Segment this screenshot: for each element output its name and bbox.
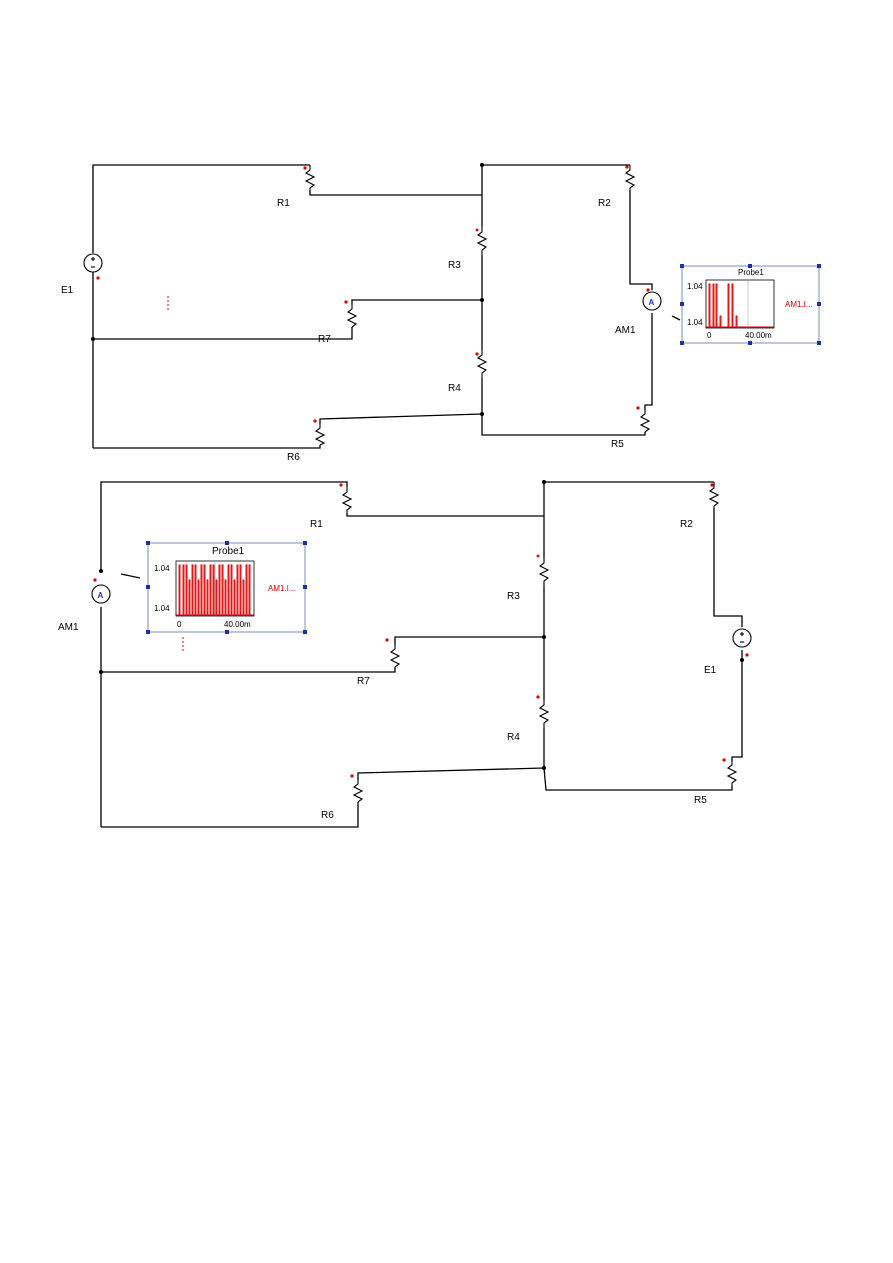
e1-label: E1 [704, 665, 717, 676]
circuit-bottom: R1 R2 R3 R7 R4 R6 R5 [58, 480, 752, 828]
resistor-r1-bottom[interactable]: R1 [310, 483, 353, 530]
ammeter-symbol: A [98, 591, 104, 600]
resistor-r6-bottom[interactable]: R6 [321, 774, 364, 821]
probe-title: Probe1 [212, 546, 245, 557]
resize-handle[interactable] [146, 585, 150, 589]
r4-label: R4 [507, 732, 520, 743]
resize-handle[interactable] [748, 341, 752, 345]
resize-handle[interactable] [146, 630, 150, 634]
am1-label: AM1 [58, 622, 79, 633]
resistor-r5-top[interactable]: R5 [611, 406, 651, 450]
r6-label: R6 [287, 452, 300, 463]
r2-label: R2 [680, 519, 693, 530]
probe-y-top: 1.04 [687, 282, 703, 291]
circuit-top: R1 R2 R3 R7 R4 R6 R5 [61, 163, 821, 463]
resize-handle[interactable] [225, 541, 229, 545]
resistor-r4-bottom[interactable]: R4 [507, 695, 550, 743]
junction [542, 766, 546, 770]
r3-label: R3 [448, 260, 461, 271]
r1-label: R1 [277, 198, 290, 209]
ammeter-am1-bottom[interactable]: A AM1 [58, 569, 111, 633]
junction [480, 412, 484, 416]
resize-handle[interactable] [817, 264, 821, 268]
probe-trace [176, 564, 254, 616]
resize-handle[interactable] [680, 302, 684, 306]
ammeter-symbol: A [649, 298, 655, 307]
junction [542, 480, 546, 484]
resize-handle[interactable] [748, 264, 752, 268]
resistor-r7-top[interactable]: R7 [318, 300, 358, 345]
probe-x-start: 0 [177, 620, 182, 629]
probe-title: Probe1 [738, 268, 764, 277]
resize-handle[interactable] [303, 630, 307, 634]
junction [99, 670, 103, 674]
voltage-source-e1-bottom[interactable]: E1 [704, 628, 752, 676]
resistor-r2-top[interactable]: R2 [598, 165, 636, 209]
r5-label: R5 [611, 439, 624, 450]
resize-handle[interactable] [146, 541, 150, 545]
am1-label: AM1 [615, 325, 636, 336]
junction [542, 635, 546, 639]
voltage-source-e1-top[interactable]: E1 [61, 243, 103, 296]
probe-signal-name: AM1.I... [268, 584, 296, 593]
resize-handle[interactable] [225, 630, 229, 634]
r3-label: R3 [507, 591, 520, 602]
probe-widget-bottom[interactable]: Probe1 1.04 1.04 0 40.00m AM1.I... [146, 541, 307, 634]
resistor-r6-top[interactable]: R6 [287, 419, 326, 463]
resistor-r1-top[interactable]: R1 [277, 165, 316, 209]
probe-widget-top[interactable]: Probe1 1.04 1.04 0 40.00m AM1.I... [680, 264, 821, 345]
probe-trace [706, 283, 774, 328]
r7-label: R7 [318, 334, 331, 345]
resize-handle[interactable] [303, 585, 307, 589]
probe-y-bottom: 1.04 [687, 318, 703, 327]
probe-y-bottom: 1.04 [154, 604, 170, 613]
resize-handle[interactable] [817, 341, 821, 345]
r4-label: R4 [448, 383, 461, 394]
resistor-r3-top[interactable]: R3 [448, 227, 488, 271]
wires-top [92, 164, 681, 449]
resistor-r2-bottom[interactable]: R2 [680, 482, 720, 530]
r7-label: R7 [357, 676, 370, 687]
probe-x-mid: 40.00m [224, 620, 251, 629]
resize-handle[interactable] [680, 264, 684, 268]
r6-label: R6 [321, 810, 334, 821]
r2-label: R2 [598, 198, 611, 209]
probe-x-mid: 40.00m [745, 331, 772, 340]
resize-handle[interactable] [817, 302, 821, 306]
resistor-r4-top[interactable]: R4 [448, 350, 488, 394]
wires-bottom [100, 481, 743, 828]
resistor-r7-bottom[interactable]: R7 [357, 638, 401, 687]
resistor-r3-bottom[interactable]: R3 [507, 554, 550, 602]
resistor-r5-bottom[interactable]: R5 [694, 758, 738, 806]
probe-y-top: 1.04 [154, 564, 170, 573]
e1-label: E1 [61, 285, 74, 296]
r1-label: R1 [310, 519, 323, 530]
resize-handle[interactable] [303, 541, 307, 545]
junction [480, 298, 484, 302]
resize-handle[interactable] [680, 341, 684, 345]
junction [480, 163, 484, 167]
ammeter-am1-top[interactable]: A AM1 [615, 288, 662, 336]
junction [91, 337, 95, 341]
r5-label: R5 [694, 795, 707, 806]
probe-x-start: 0 [707, 331, 712, 340]
probe-signal-name: AM1.I... [785, 300, 813, 309]
